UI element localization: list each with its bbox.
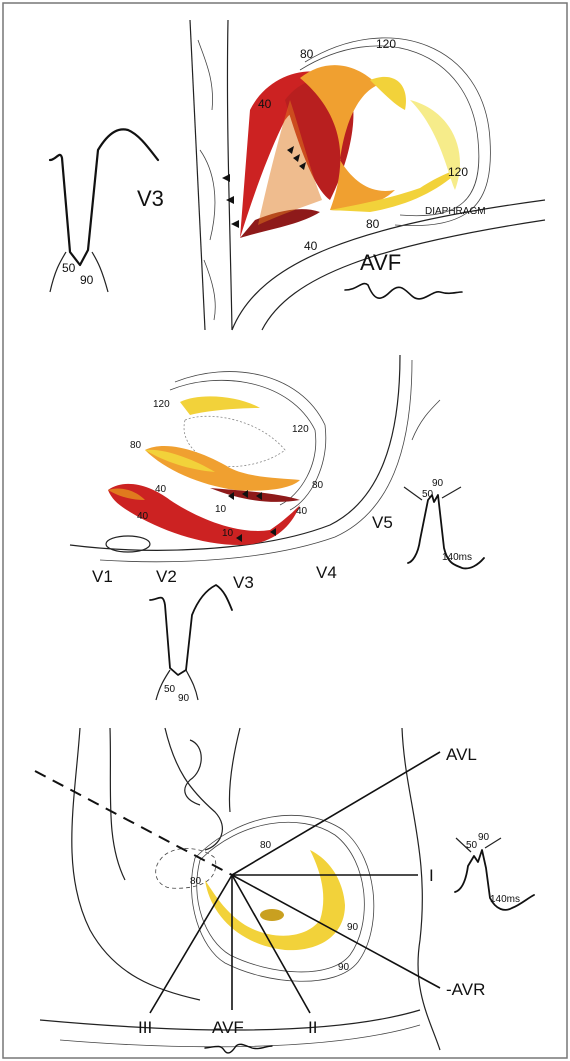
axis-label-avr: -AVR [446, 980, 485, 999]
trace-mark-label: 90 [80, 273, 94, 287]
isochrone-label: 80 [300, 47, 314, 61]
isochrone-label: 10 [215, 504, 227, 515]
axis-label-iii: III [138, 1018, 152, 1037]
axis-label-ii: II [308, 1018, 317, 1037]
lead-label-v3: V3 [137, 186, 164, 211]
axis-label-avl: AVL [446, 745, 477, 764]
isochrone-label: 40 [155, 484, 167, 495]
trace-mark-label: 50 [164, 684, 176, 695]
isochrone-label: 120 [153, 399, 170, 410]
trace-mark-label: 50 [422, 489, 434, 500]
isochrone-label: 40 [258, 97, 272, 111]
activation-band-dark [260, 909, 284, 921]
trace-mark-label: 50 [466, 840, 478, 851]
trace-mark-label: 90 [478, 832, 490, 843]
isochrone-label: 90 [338, 962, 350, 973]
axis-label-i: I [429, 866, 434, 885]
isochrone-label: 40 [137, 511, 149, 522]
lead-label-v1: V1 [92, 567, 113, 586]
lead-label-v3: V3 [233, 573, 254, 592]
lead-label-v4: V4 [316, 563, 337, 582]
isochrone-label: 80 [190, 876, 202, 887]
isochrone-label: 120 [292, 424, 309, 435]
isochrone-label: 40 [304, 239, 318, 253]
trace-duration-label: 140ms [442, 552, 472, 563]
trace-duration-label: 140ms [490, 894, 520, 905]
isochrone-label: 120 [448, 165, 468, 179]
trace-mark-label: 90 [432, 478, 444, 489]
lead-label-avf: AVF [360, 250, 401, 275]
trace-mark-label: 50 [62, 261, 76, 275]
isochrone-label: 90 [347, 922, 359, 933]
lead-label-v2: V2 [156, 567, 177, 586]
isochrone-label: 80 [366, 217, 380, 231]
isochrone-label: 10 [222, 528, 234, 539]
trace-mark-label: 90 [178, 693, 190, 704]
isochrone-label: 80 [130, 440, 142, 451]
isochrone-label: 80 [312, 480, 324, 491]
diaphragm-label: DIAPHRAGM [425, 206, 486, 217]
lead-label-v5: V5 [372, 513, 393, 532]
isochrone-label: 40 [296, 506, 308, 517]
axis-label-avf: AVF [212, 1018, 244, 1037]
isochrone-label: 120 [376, 37, 396, 51]
isochrone-label: 80 [260, 840, 272, 851]
